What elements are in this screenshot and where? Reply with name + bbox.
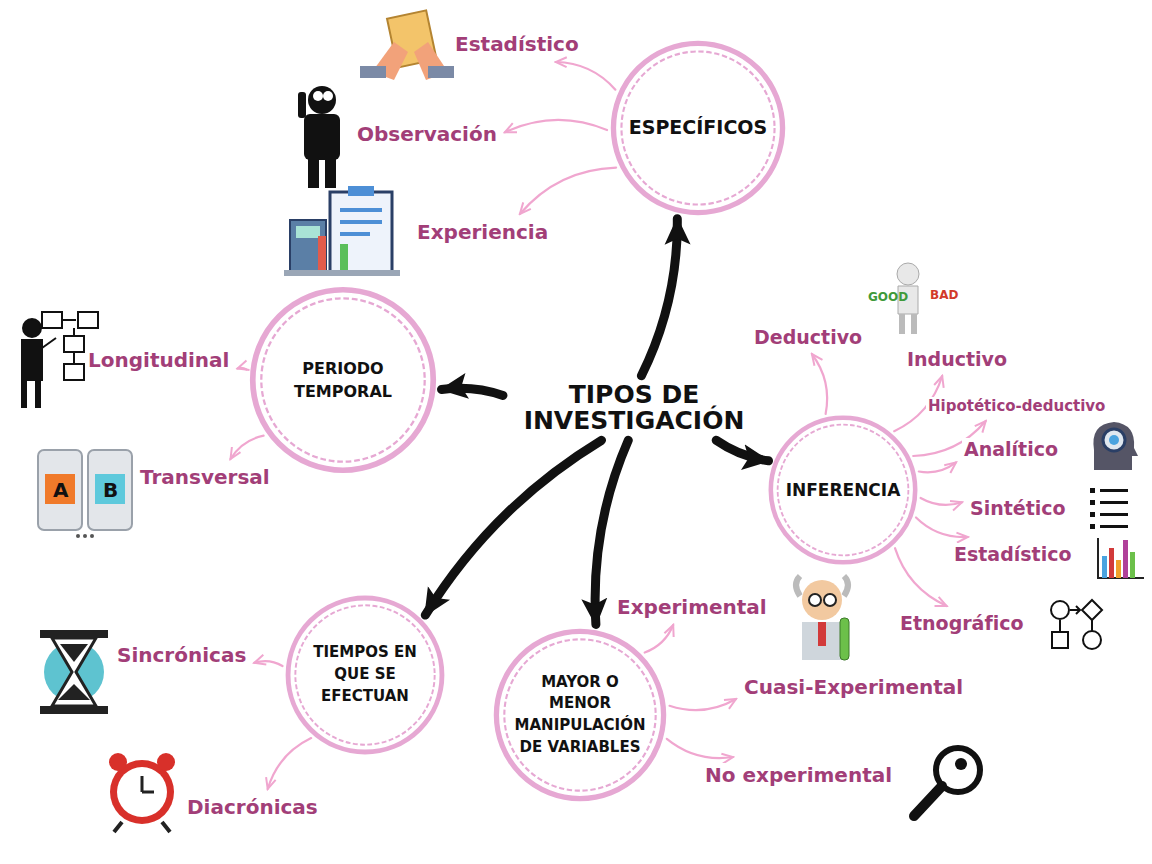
- leaf-label: Diacrónicas: [185, 795, 320, 819]
- branch-arrow: [670, 699, 737, 710]
- branch-arrow: [916, 518, 968, 538]
- alarm-clock-icon: [109, 753, 175, 832]
- phone-letter: B: [103, 478, 118, 502]
- magnifier-icon: [914, 748, 980, 816]
- leaf-label: Observación: [355, 122, 499, 146]
- type-leaf: Estadístico: [952, 543, 1074, 565]
- flowchart-icon: [1051, 600, 1102, 649]
- branch-arrow: [231, 436, 264, 459]
- phone-letter: A: [53, 478, 68, 502]
- ab-phones-icon: [38, 450, 132, 538]
- circle-label: PERIODO TEMPORAL: [278, 357, 408, 403]
- hub-title: TIPOS DE INVESTIGACIÓN: [509, 382, 759, 435]
- branch-arrow: [556, 62, 616, 90]
- type-leaf: Diacrónicas: [185, 795, 320, 819]
- main-arrow: [716, 440, 768, 461]
- bad-word: BAD: [930, 288, 958, 302]
- type-leaf: Analítico: [962, 438, 1060, 460]
- type-leaf: Estadístico: [453, 32, 581, 56]
- circle-label: MAYOR O MENOR MANIPULACIÓN DE VARIABLES: [510, 672, 650, 759]
- good-word: GOOD: [868, 290, 908, 304]
- category-circle: ESPECÍFICOS: [609, 39, 787, 217]
- circle-outline: [248, 285, 438, 475]
- type-leaf: Cuasi-Experimental: [742, 675, 965, 699]
- circle-label: ESPECÍFICOS: [629, 114, 767, 142]
- leaf-label: Sintético: [968, 497, 1068, 519]
- type-leaf: Inductivo: [905, 348, 1009, 370]
- bar-chart-icon: [1098, 538, 1144, 578]
- category-circle: MAYOR O MENOR MANIPULACIÓN DE VARIABLES: [492, 627, 668, 803]
- leaf-label: Experiencia: [415, 220, 550, 244]
- branch-arrow: [238, 368, 247, 370]
- type-leaf: Sincrónicas: [115, 643, 248, 667]
- type-leaf: Observación: [355, 122, 499, 146]
- branch-arrow: [254, 661, 282, 666]
- circle-label: INFERENCIA: [786, 478, 901, 503]
- type-leaf: Longitudinal: [86, 348, 231, 372]
- leaf-label: Analítico: [962, 438, 1060, 460]
- list-icon: [1090, 488, 1128, 529]
- main-arrow: [641, 219, 677, 376]
- circle-outline: [492, 627, 668, 803]
- type-leaf: Etnográfico: [898, 612, 1026, 634]
- branch-arrow: [520, 168, 616, 214]
- hands-paper-icon: [360, 10, 454, 80]
- main-arrow: [442, 388, 504, 395]
- lab-clipboard-icon: [284, 186, 400, 276]
- main-arrow: [425, 440, 601, 615]
- branch-arrow: [921, 498, 962, 505]
- leaf-label: Hipotético-deductivo: [926, 397, 1107, 415]
- type-leaf: Deductivo: [752, 326, 864, 348]
- type-leaf: Experiencia: [415, 220, 550, 244]
- leaf-label: Sincrónicas: [115, 643, 248, 667]
- leaf-label: No experimental: [703, 763, 894, 787]
- leaf-label: Inductivo: [905, 348, 1009, 370]
- type-leaf: No experimental: [703, 763, 894, 787]
- category-circle: PERIODO TEMPORAL: [248, 285, 438, 475]
- category-circle: INFERENCIA: [767, 414, 919, 566]
- leaf-label: Estadístico: [952, 543, 1074, 565]
- branch-arrow: [895, 548, 947, 606]
- type-leaf: Sintético: [968, 497, 1068, 519]
- type-leaf: Transversal: [138, 465, 272, 489]
- category-circle: TIEMPOS EN QUE SE EFECTUAN: [284, 594, 446, 756]
- scientist-icon: [796, 576, 849, 660]
- leaf-label: Longitudinal: [86, 348, 231, 372]
- branch-arrow: [667, 739, 733, 758]
- leaf-label: Experimental: [615, 595, 769, 619]
- leaf-label: Transversal: [138, 465, 272, 489]
- hub-label: TIPOS DE INVESTIGACIÓN: [509, 382, 759, 435]
- leaf-label: Estadístico: [453, 32, 581, 56]
- branch-arrow: [505, 120, 607, 132]
- branch-arrow: [812, 354, 827, 414]
- branch-arrow: [919, 462, 956, 472]
- type-leaf: Hipotético-deductivo: [926, 397, 1107, 415]
- type-leaf: Experimental: [615, 595, 769, 619]
- hourglass-icon: [40, 630, 108, 714]
- analysis-head-icon: [1093, 422, 1138, 470]
- leaf-label: Deductivo: [752, 326, 864, 348]
- branch-arrow: [645, 625, 674, 653]
- circle-label: TIEMPOS EN QUE SE EFECTUAN: [305, 642, 425, 707]
- observer-figure: [298, 86, 340, 188]
- leaf-label: Etnográfico: [898, 612, 1026, 634]
- branch-arrow: [268, 738, 311, 789]
- leaf-label: Cuasi-Experimental: [742, 675, 965, 699]
